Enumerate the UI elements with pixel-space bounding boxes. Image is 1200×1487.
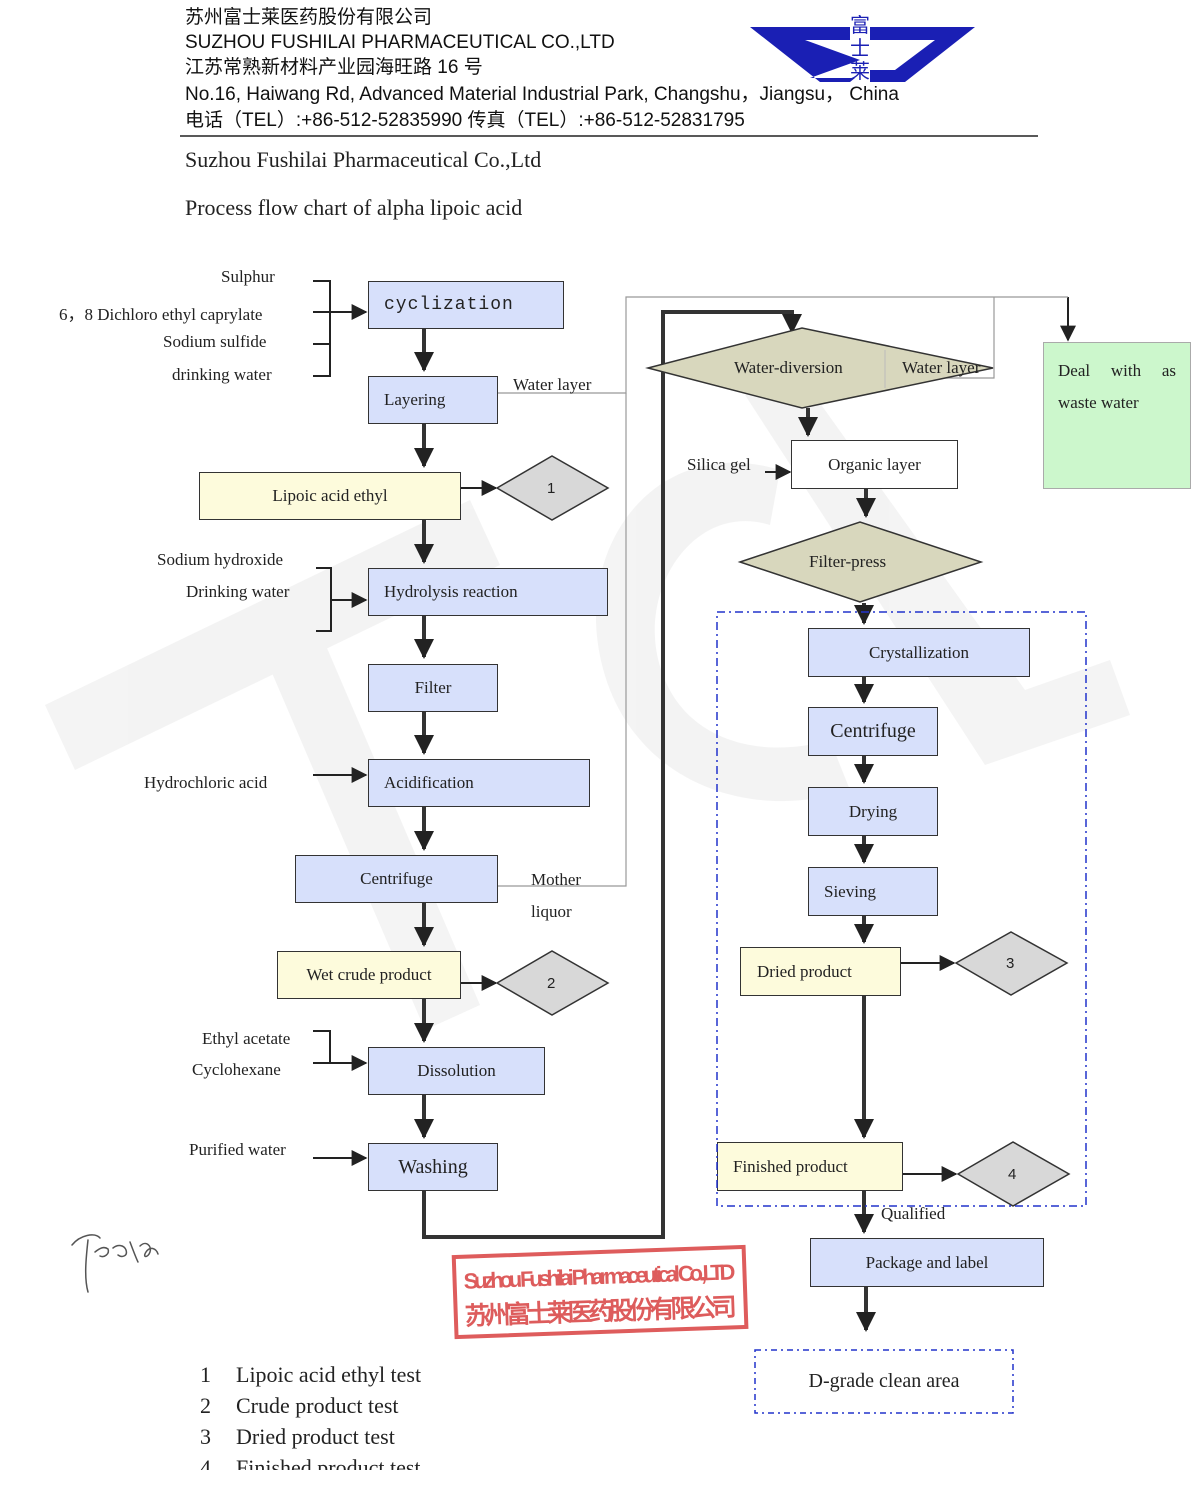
- input-drinking-water: Drinking water: [186, 582, 290, 601]
- step-centrifuge: Centrifuge: [808, 707, 938, 756]
- water-diversion-diamond: [645, 327, 994, 409]
- clean-zone-outline: [716, 611, 1087, 1207]
- svg-text:莱: 莱: [850, 59, 870, 83]
- step-finished-product: Finished product: [717, 1142, 903, 1191]
- step-cyclization: cyclization: [368, 281, 564, 329]
- label-water-layer: Water layer: [513, 375, 592, 394]
- step-layering: Layering: [368, 376, 498, 424]
- clean-area-label: D-grade clean area: [808, 1370, 960, 1392]
- step-dried-product: Dried product: [740, 947, 901, 996]
- step-organic-layer: Organic layer: [791, 440, 958, 489]
- svg-text:苏州富士莱医药股份有限公司: 苏州富士莱医药股份有限公司: [464, 1292, 737, 1330]
- step-hydrolysis-reaction: Hydrolysis reaction: [368, 568, 608, 616]
- input-sulphur: Sulphur: [221, 267, 275, 286]
- step-sieving: Sieving: [808, 867, 938, 916]
- test-1-diamond: [495, 455, 610, 521]
- step-filter: Filter: [368, 664, 498, 712]
- document-company-title: Suzhou Fushilai Pharmaceutical Co.,Ltd: [185, 147, 542, 172]
- company-name-cn: 苏州富士莱医药股份有限公司: [185, 7, 433, 28]
- input-purified-water: Purified water: [189, 1140, 286, 1159]
- test-3-diamond: [954, 931, 1069, 996]
- input-ethyl-acetate: Ethyl acetate: [202, 1029, 291, 1048]
- step-wet-crude-product: Wet crude product: [277, 951, 461, 999]
- filter-press-diamond: [737, 521, 984, 603]
- step-package-and-label: Package and label: [810, 1238, 1044, 1287]
- svg-text:士: 士: [850, 36, 870, 60]
- test-1-label: 1: [547, 480, 556, 497]
- test-4-diamond: [956, 1141, 1071, 1207]
- test-2-label: 2: [547, 975, 556, 992]
- step-filter-press: Filter-press: [809, 552, 887, 571]
- step-centrifuge: Centrifuge: [295, 855, 498, 903]
- svg-text:Suzhou Fushilai Pharmaceutical: Suzhou Fushilai Pharmaceutical Co.,LTD: [463, 1259, 736, 1293]
- input-silica-gel: Silica gel: [687, 455, 751, 474]
- input-dichloro-ethyl-caprylate: 6，8 Dichloro ethyl caprylate: [59, 305, 263, 324]
- input-drinking-water: drinking water: [172, 365, 272, 384]
- step-washing: Washing: [368, 1143, 498, 1191]
- step-lipoic-acid-ethyl: Lipoic acid ethyl: [199, 472, 461, 520]
- clean-area-outline: [754, 1349, 1014, 1414]
- test-4-label: 4: [1008, 1166, 1017, 1183]
- test-3-label: 3: [1006, 955, 1015, 972]
- input-sodium-hydroxide: Sodium hydroxide: [157, 550, 284, 569]
- phone-fax: 电话（TEL）:+86-512-52835990 传真（TEL）:+86-512…: [185, 110, 745, 131]
- company-name-en: SUZHOU FUSHILAI PHARMACEUTICAL CO.,LTD: [185, 32, 615, 53]
- label-mother-liquor: Mother: [531, 870, 582, 889]
- test-2-diamond: [495, 950, 610, 1016]
- input-sodium-sulfide: Sodium sulfide: [163, 332, 267, 351]
- svg-text:富: 富: [850, 13, 870, 37]
- step-dissolution: Dissolution: [368, 1047, 545, 1095]
- label-water-layer: Water layer: [902, 358, 981, 377]
- step-drying: Drying: [808, 787, 938, 836]
- waste-water-disposal: Deal with as waste water: [1043, 342, 1191, 489]
- label-qualified: Qualified: [881, 1204, 946, 1223]
- label-mother-liquor: liquor: [531, 902, 572, 921]
- chart-title: Process flow chart of alpha lipoic acid: [185, 195, 523, 220]
- step-acidification: Acidification: [368, 759, 590, 807]
- step-water-diversion: Water-diversion: [734, 358, 843, 377]
- input-hydrochloric-acid: Hydrochloric acid: [144, 773, 268, 792]
- input-cyclohexane: Cyclohexane: [192, 1060, 281, 1079]
- address-en: No.16, Haiwang Rd, Advanced Material Ind…: [185, 84, 899, 105]
- step-crystallization: Crystallization: [808, 628, 1030, 677]
- address-cn: 江苏常熟新材料产业园海旺路 16 号: [185, 57, 483, 78]
